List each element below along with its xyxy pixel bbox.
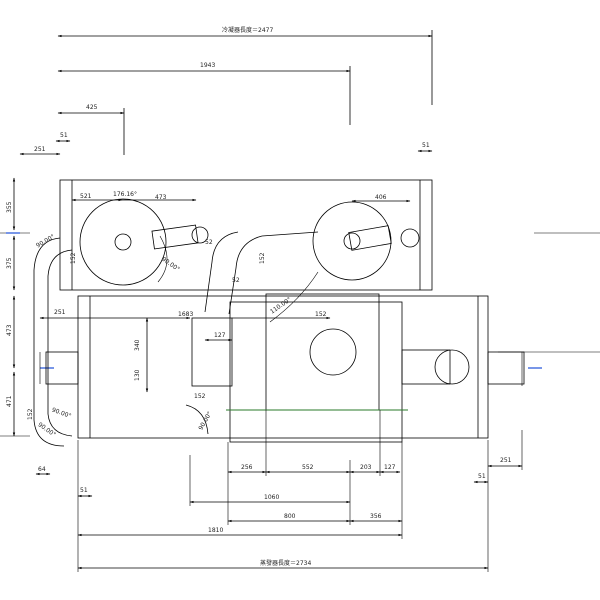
dim-256: 256 (241, 464, 253, 471)
dim-angle-center-right: 110.00° (269, 296, 293, 315)
dim-127-b: 127 (384, 464, 396, 471)
dim-375: 375 (6, 257, 13, 269)
dim-1683: 1683 (178, 311, 193, 318)
dim-1810: 1810 (208, 527, 223, 534)
dim-angle-176: 176.16° (113, 191, 137, 198)
dim-251-a: 251 (34, 146, 46, 153)
bottom-dimensions: 64 51 51 251 256 552 203 127 1060 800 35… (35, 410, 523, 572)
dim-471: 471 (6, 395, 13, 407)
dim-1943: 1943 (200, 62, 215, 69)
dim-340: 340 (134, 339, 141, 351)
dim-251-b: 251 (54, 309, 66, 316)
right-markers (498, 232, 600, 386)
dim-1060: 1060 (264, 494, 279, 501)
dim-52: 52 (205, 239, 213, 246)
dim-64: 64 (38, 466, 46, 473)
dim-152-a: 152 (27, 408, 34, 420)
dim-angle-center-left: 90.00° (160, 256, 181, 273)
dim-127-a: 127 (214, 332, 226, 339)
dim-52-b: 52 (232, 277, 240, 284)
dim-152-e: 152 (194, 393, 206, 400)
dim-152-b: 152 (70, 252, 77, 264)
dim-51-b: 51 (422, 142, 430, 149)
dim-angle-left-top: 90.00° (35, 233, 56, 249)
dim-552: 552 (302, 464, 314, 471)
dim-51-c: 51 (80, 487, 88, 494)
dim-251-c: 251 (500, 457, 512, 464)
dim-406: 406 (375, 194, 387, 201)
condenser-length-caption: 冷凝器長度＝2477 (222, 26, 273, 34)
dim-473-a: 473 (155, 194, 167, 201)
evaporator-length-caption: 蒸發器長度＝2734 (260, 559, 311, 567)
dim-angle-lower-left: 90.00° (51, 406, 72, 419)
dim-51-d: 51 (478, 473, 486, 480)
condenser-unit: 521 176.16° 473 406 (59, 179, 433, 291)
dim-473-b: 473 (6, 324, 13, 336)
dim-355: 355 (6, 201, 13, 213)
dim-356: 356 (370, 513, 382, 520)
dim-152-c: 152 (259, 252, 266, 264)
dim-521: 521 (80, 193, 92, 200)
dim-800: 800 (284, 513, 296, 520)
dim-51-a: 51 (60, 132, 68, 139)
top-dimensions: 冷凝器長度＝2477 1943 425 51 251 51 (19, 26, 433, 156)
evaporator-unit: 251 1683 152 127 340 130 152 (39, 293, 525, 443)
dim-203: 203 (360, 464, 372, 471)
dim-425: 425 (86, 104, 98, 111)
ductwork: 90.00° 90.00° 152 152 52 52 152 90.00° 1… (27, 231, 319, 447)
left-dimensions: 355 375 473 471 (0, 177, 54, 437)
dim-angle-right-elbow: 90.00° (197, 410, 213, 431)
dim-152-d: 152 (315, 311, 327, 318)
dim-130: 130 (134, 369, 141, 381)
